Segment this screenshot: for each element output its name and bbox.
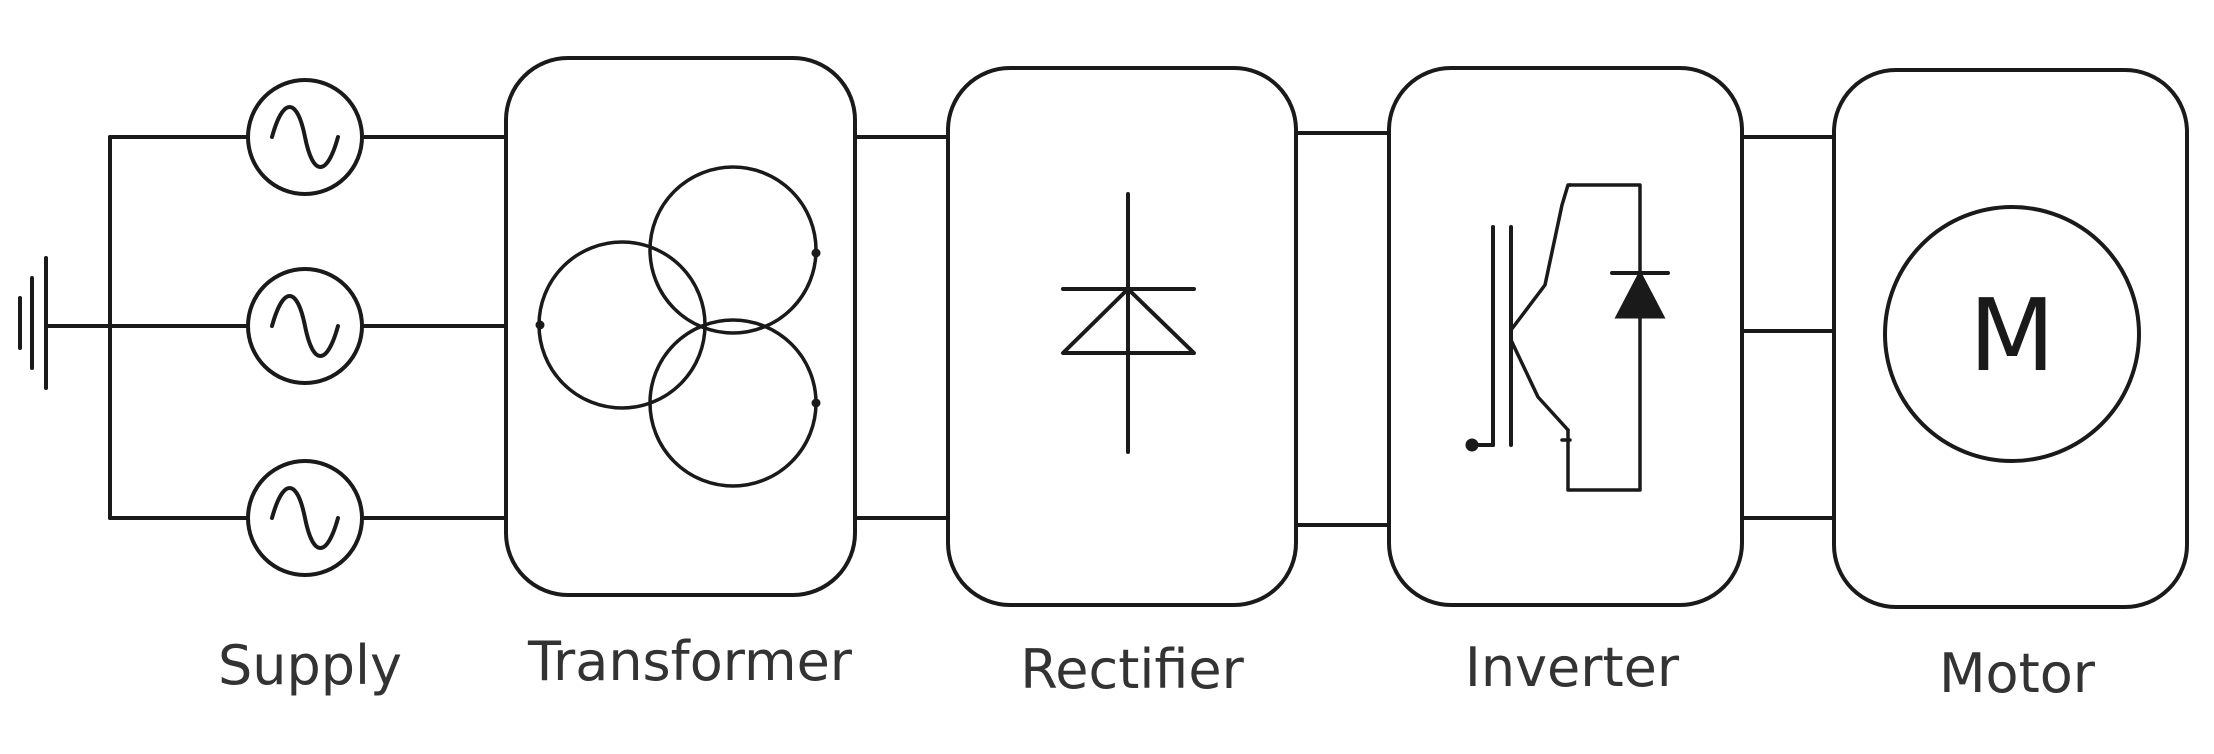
- igbt-icon: [1465, 183, 1670, 492]
- label-supply: Supply: [218, 634, 402, 697]
- ac-source-3: [246, 459, 364, 577]
- label-transformer: Transformer: [527, 630, 853, 693]
- label-inverter: Inverter: [1465, 636, 1680, 699]
- ac-source-icon: [270, 105, 340, 169]
- motor-symbol: M: [1969, 277, 2055, 394]
- connection-wires: [853, 131, 1836, 527]
- rectifier-block: [946, 66, 1298, 607]
- ac-source-icon: [270, 294, 340, 358]
- ac-source-2: [246, 267, 364, 385]
- ac-source-1: [246, 78, 364, 196]
- label-motor: Motor: [1939, 642, 2096, 705]
- inverter-block: [1387, 66, 1744, 607]
- ground-icon: [18, 256, 112, 390]
- transformer-icon: [535, 165, 821, 488]
- ac-source-icon: [270, 486, 340, 550]
- motor-block: M: [1832, 68, 2189, 609]
- diode-icon: [1061, 192, 1196, 454]
- label-rectifier: Rectifier: [1020, 638, 1244, 701]
- transformer-block: [504, 56, 857, 597]
- motor-icon: M: [1883, 205, 2141, 463]
- supply-wiring: [108, 135, 508, 520]
